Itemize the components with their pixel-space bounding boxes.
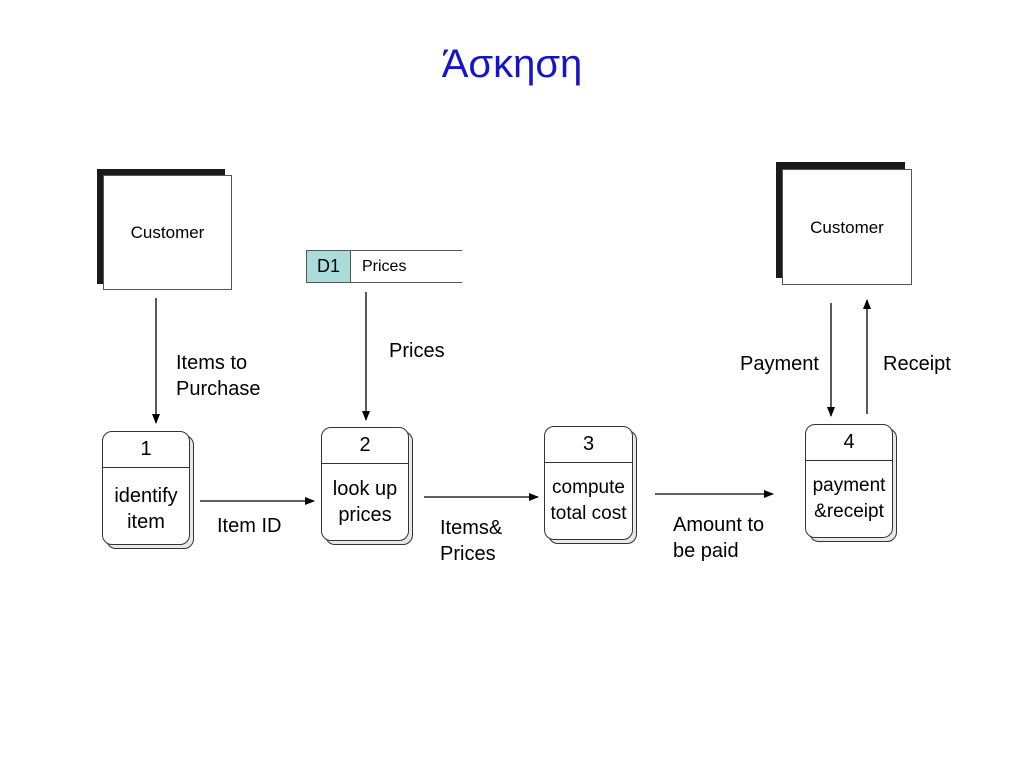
process-4: 4 payment &receipt: [805, 424, 897, 542]
flow-label-amount-to-be-paid: Amount to be paid: [673, 514, 765, 562]
process-number: 3: [545, 427, 632, 463]
process-box: 2 look up prices: [321, 427, 409, 541]
flow-label-items-to-purchase: Items to Purchase: [176, 352, 261, 400]
process-number: 1: [103, 432, 189, 468]
customer-entity-left: Customer: [97, 169, 232, 290]
flow-label-receipt: Receipt: [883, 353, 951, 375]
customer-entity-right: Customer: [776, 162, 912, 285]
process-3: 3 compute total cost: [544, 426, 637, 544]
process-name: payment &receipt: [812, 475, 886, 522]
flow-label-items-prices: Items& Prices: [440, 517, 503, 565]
data-store-name: Prices: [362, 257, 407, 275]
process-box: 1 identify item: [102, 431, 190, 545]
process-box: 3 compute total cost: [544, 426, 633, 540]
customer-entity-label: Customer: [782, 169, 912, 285]
flow-label-prices: Prices: [389, 340, 445, 362]
data-store-id: D1: [306, 251, 351, 282]
process-name: look up prices: [332, 478, 398, 526]
process-name: identify item: [114, 485, 178, 533]
process-2: 2 look up prices: [321, 427, 413, 545]
customer-entity-label: Customer: [103, 175, 232, 290]
process-name: compute total cost: [550, 477, 627, 524]
process-number: 2: [322, 428, 408, 464]
page-title: Άσκηση: [441, 42, 583, 86]
data-store-prices: D1 Prices: [306, 250, 462, 283]
process-box: 4 payment &receipt: [805, 424, 893, 538]
process-1: 1 identify item: [102, 431, 194, 549]
process-number: 4: [806, 425, 892, 461]
flow-label-item-id: Item ID: [217, 515, 282, 537]
flow-label-payment: Payment: [740, 353, 819, 375]
